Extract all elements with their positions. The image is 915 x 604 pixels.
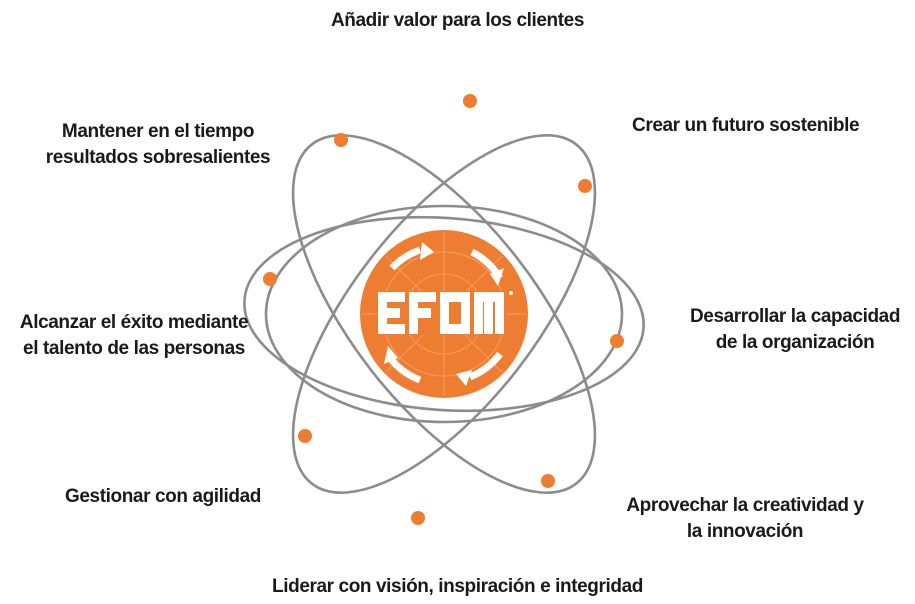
label-top-left: Mantener en el tiempo resultados sobresa… — [45, 121, 271, 168]
orbit-diagonal-left — [291, 134, 597, 494]
label-top: Añadir valor para los clientes — [330, 10, 585, 31]
label-right: Desarrollar la capacidad de la organizac… — [689, 306, 901, 353]
orbit-horizontal-wide — [243, 215, 645, 413]
efqm-wordmark — [377, 291, 507, 335]
orbit-dot — [541, 474, 555, 488]
label-bottom: Liderar con visión, inspiración e integr… — [272, 576, 643, 597]
label-bottom-right: Aprovechar la creatividad y la innovació… — [626, 495, 864, 542]
orbit-dot — [334, 133, 348, 147]
label-left: Alcanzar el éxito mediante el talento de… — [19, 312, 249, 359]
orbit-diagonal-right — [291, 134, 597, 494]
orbit-dots — [263, 94, 624, 525]
orbits — [243, 134, 645, 494]
orbit-dot — [578, 179, 592, 193]
orbit-dot — [463, 94, 477, 108]
orbit-dot — [411, 511, 425, 525]
orbit-dot — [610, 334, 624, 348]
orbit-dot — [298, 429, 312, 443]
orbit-dot — [263, 272, 277, 286]
label-top-right: Crear un futuro sostenible — [632, 115, 860, 136]
label-bottom-left: Gestionar con agilidad — [65, 486, 262, 507]
orbit-horizontal — [264, 204, 624, 424]
efqm-logo — [360, 230, 528, 398]
